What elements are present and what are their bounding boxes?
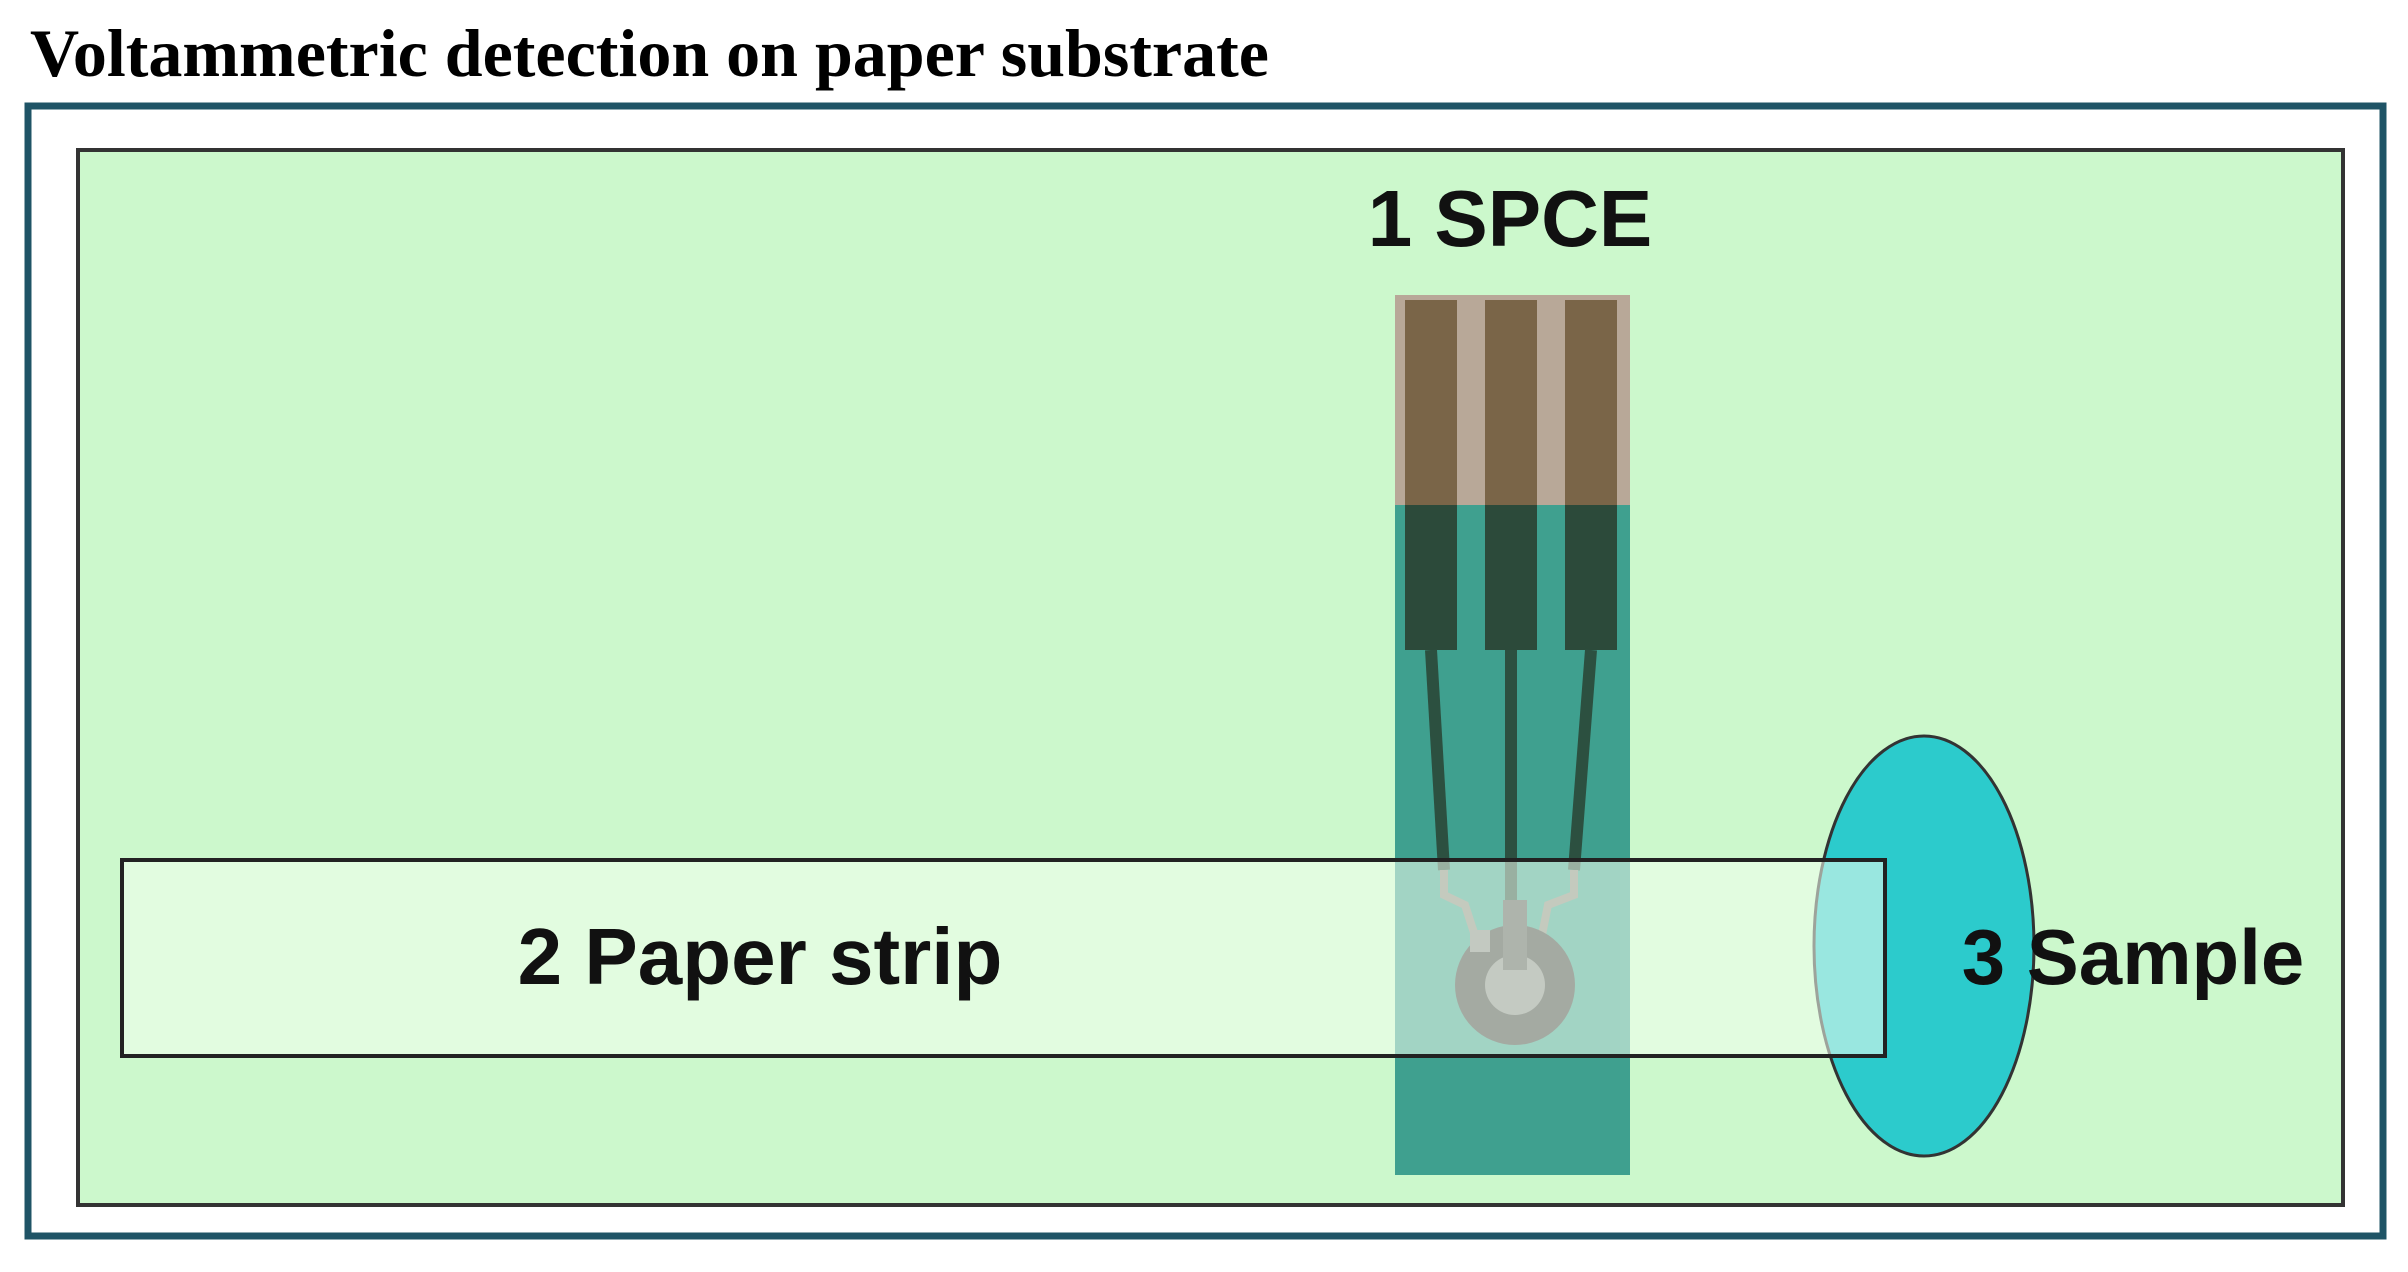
carbon-pad-3 xyxy=(1565,505,1617,650)
contact-pad-2 xyxy=(1485,300,1537,505)
paper-strip xyxy=(120,858,1887,1058)
contact-pad-3 xyxy=(1565,300,1617,505)
page-title: Voltammetric detection on paper substrat… xyxy=(30,15,1269,91)
paper-strip-label: 2 Paper strip xyxy=(518,912,1003,1001)
carbon-pad-1 xyxy=(1405,505,1457,650)
carbon-pad-2 xyxy=(1485,505,1537,650)
contact-pad-1 xyxy=(1405,300,1457,505)
spce-label: 1 SPCE xyxy=(1368,174,1653,263)
sample-label: 3 Sample xyxy=(1962,913,2305,1001)
